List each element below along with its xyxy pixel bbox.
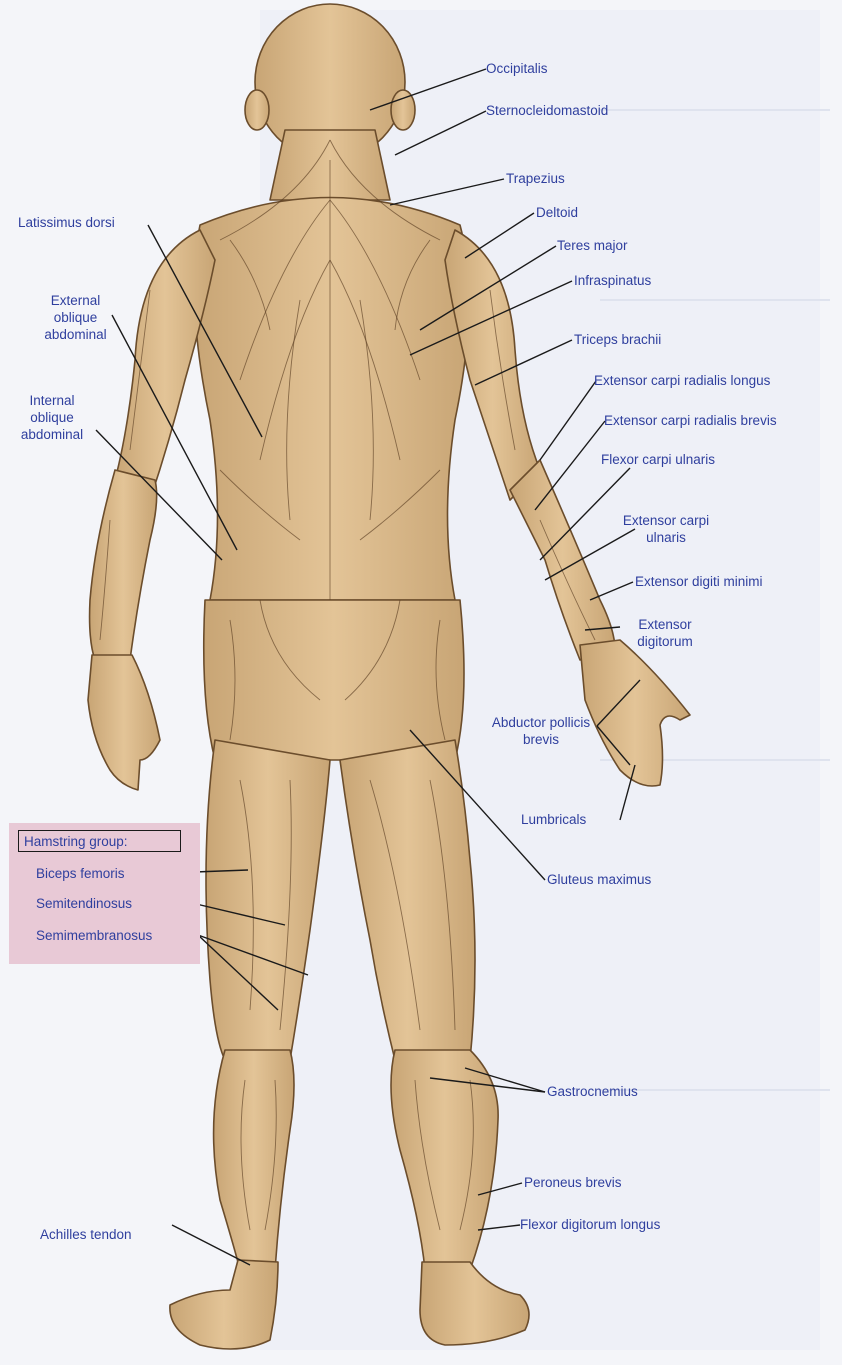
label-external-oblique: External oblique abdominal <box>28 292 123 343</box>
label-extensor-carpi-ulnaris: Extensor carpi ulnaris <box>603 512 729 546</box>
label-extensor-carpi-radialis-longus: Extensor carpi radialis longus <box>594 372 770 389</box>
label-infraspinatus: Infraspinatus <box>574 272 651 289</box>
left-ear <box>245 90 269 130</box>
label-internal-oblique: Internal oblique abdominal <box>6 392 98 443</box>
left-forearm <box>90 470 157 660</box>
label-gastrocnemius: Gastrocnemius <box>547 1083 638 1100</box>
label-biceps-femoris: Biceps femoris <box>36 865 125 882</box>
label-occipitalis: Occipitalis <box>486 60 548 77</box>
label-lumbricals: Lumbricals <box>521 811 586 828</box>
label-gluteus-maximus: Gluteus maximus <box>547 871 651 888</box>
label-sternocleidomastoid: Sternocleidomastoid <box>486 102 608 119</box>
torso <box>194 198 469 601</box>
label-deltoid: Deltoid <box>536 204 578 221</box>
label-flexor-carpi-ulnaris: Flexor carpi ulnaris <box>598 451 718 468</box>
hamstring-title: Hamstring group: <box>24 833 128 850</box>
label-extensor-digiti-minimi: Extensor digiti minimi <box>635 573 763 590</box>
left-foot <box>170 1260 278 1349</box>
label-peroneus-brevis: Peroneus brevis <box>524 1174 622 1191</box>
pelvis <box>204 600 464 760</box>
label-extensor-carpi-radialis-brevis: Extensor carpi radialis brevis <box>604 412 777 429</box>
label-flexor-digitorum-longus: Flexor digitorum longus <box>520 1216 660 1233</box>
label-semitendinosus: Semitendinosus <box>36 895 132 912</box>
label-achilles-tendon: Achilles tendon <box>40 1226 132 1243</box>
left-hand <box>88 655 160 790</box>
label-trapezius: Trapezius <box>506 170 565 187</box>
label-extensor-digitorum: Extensor digitorum <box>615 616 715 650</box>
label-teres-major: Teres major <box>557 237 628 254</box>
label-abductor-pollicis-brevis: Abductor pollicis brevis <box>486 714 596 748</box>
label-latissimus-dorsi: Latissimus dorsi <box>18 214 115 231</box>
label-triceps-brachii: Triceps brachii <box>574 331 661 348</box>
label-semimembranosus: Semimembranosus <box>36 927 152 944</box>
